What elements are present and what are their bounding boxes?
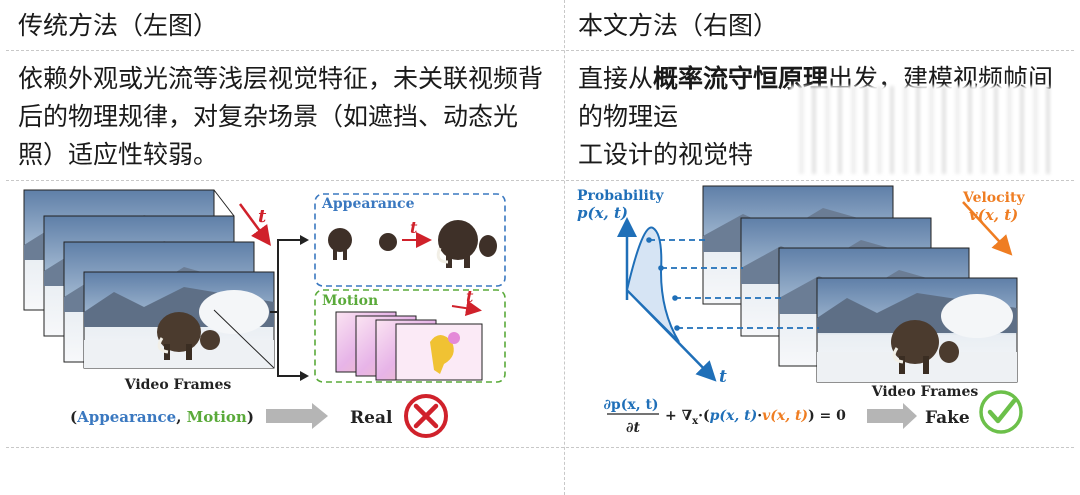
time-arrow	[238, 203, 271, 247]
result-arrow	[266, 403, 328, 429]
motion-time-label: t	[466, 287, 474, 306]
appearance-label: Appearance	[321, 196, 415, 212]
density-curve	[625, 226, 680, 343]
traditional-method-figure: t Video Frames Appearance t Motion t (Ap…	[23, 189, 506, 438]
velocity-expression: v(x, t)	[969, 206, 1018, 224]
continuity-equation: ∂p(x, t) ∂t + ∇x·(p(x, t)·v(x, t)) = 0	[603, 397, 846, 436]
motion-box	[314, 289, 506, 383]
result-real-label: Real	[350, 408, 393, 428]
left-column-header: 传统方法（左图）	[18, 11, 219, 40]
result-fake-label: Fake	[925, 408, 970, 428]
svg-text:+ ∇x·(p(x, t)·v(x, t)) = 0: + ∇x·(p(x, t)·v(x, t)) = 0	[665, 408, 846, 427]
red-x-circle-icon	[404, 394, 448, 438]
branch-connector	[277, 239, 304, 377]
probability-label: Probability	[577, 188, 664, 204]
right-column-header: 本文方法（右图）	[578, 11, 779, 40]
table-divider	[6, 180, 1074, 181]
mammoth-image	[157, 312, 201, 352]
proposed-method-figure: Probability p(x, t) t Velocity v(x, t) V…	[577, 185, 1025, 436]
video-frame-stack	[702, 185, 1018, 383]
feature-formula: (Appearance, Motion)	[70, 408, 254, 426]
optical-flow-frames	[335, 311, 483, 381]
column-divider	[564, 0, 565, 495]
time-label: t	[258, 206, 267, 227]
result-arrow	[867, 403, 917, 429]
table-divider	[6, 50, 1074, 51]
svg-text:∂p(x, t): ∂p(x, t)	[603, 397, 658, 413]
appearance-box	[314, 193, 506, 287]
appearance-time-label: t	[410, 218, 418, 237]
video-frames-caption: Video Frames	[124, 377, 232, 393]
probability-expression: p(x, t)	[577, 204, 628, 222]
appearance-mammoths	[328, 220, 497, 268]
video-frames-caption: Video Frames	[871, 384, 979, 400]
time-axis-label: t	[719, 367, 727, 387]
green-check-circle-icon	[979, 390, 1023, 434]
projection-arrows	[649, 239, 819, 329]
blurred-redaction	[790, 86, 1050, 174]
table-divider	[6, 447, 1074, 448]
left-description: 依赖外观或光流等浅层视觉特征，未关联视频背后的物理规律，对复杂场景（如遮挡、动态…	[18, 64, 544, 169]
velocity-label: Velocity	[962, 190, 1025, 206]
velocity-arrow	[962, 201, 1013, 256]
motion-label: Motion	[322, 293, 378, 309]
video-frame-stack	[23, 189, 275, 369]
svg-text:∂t: ∂t	[626, 420, 640, 436]
mammoth-image	[891, 320, 939, 364]
